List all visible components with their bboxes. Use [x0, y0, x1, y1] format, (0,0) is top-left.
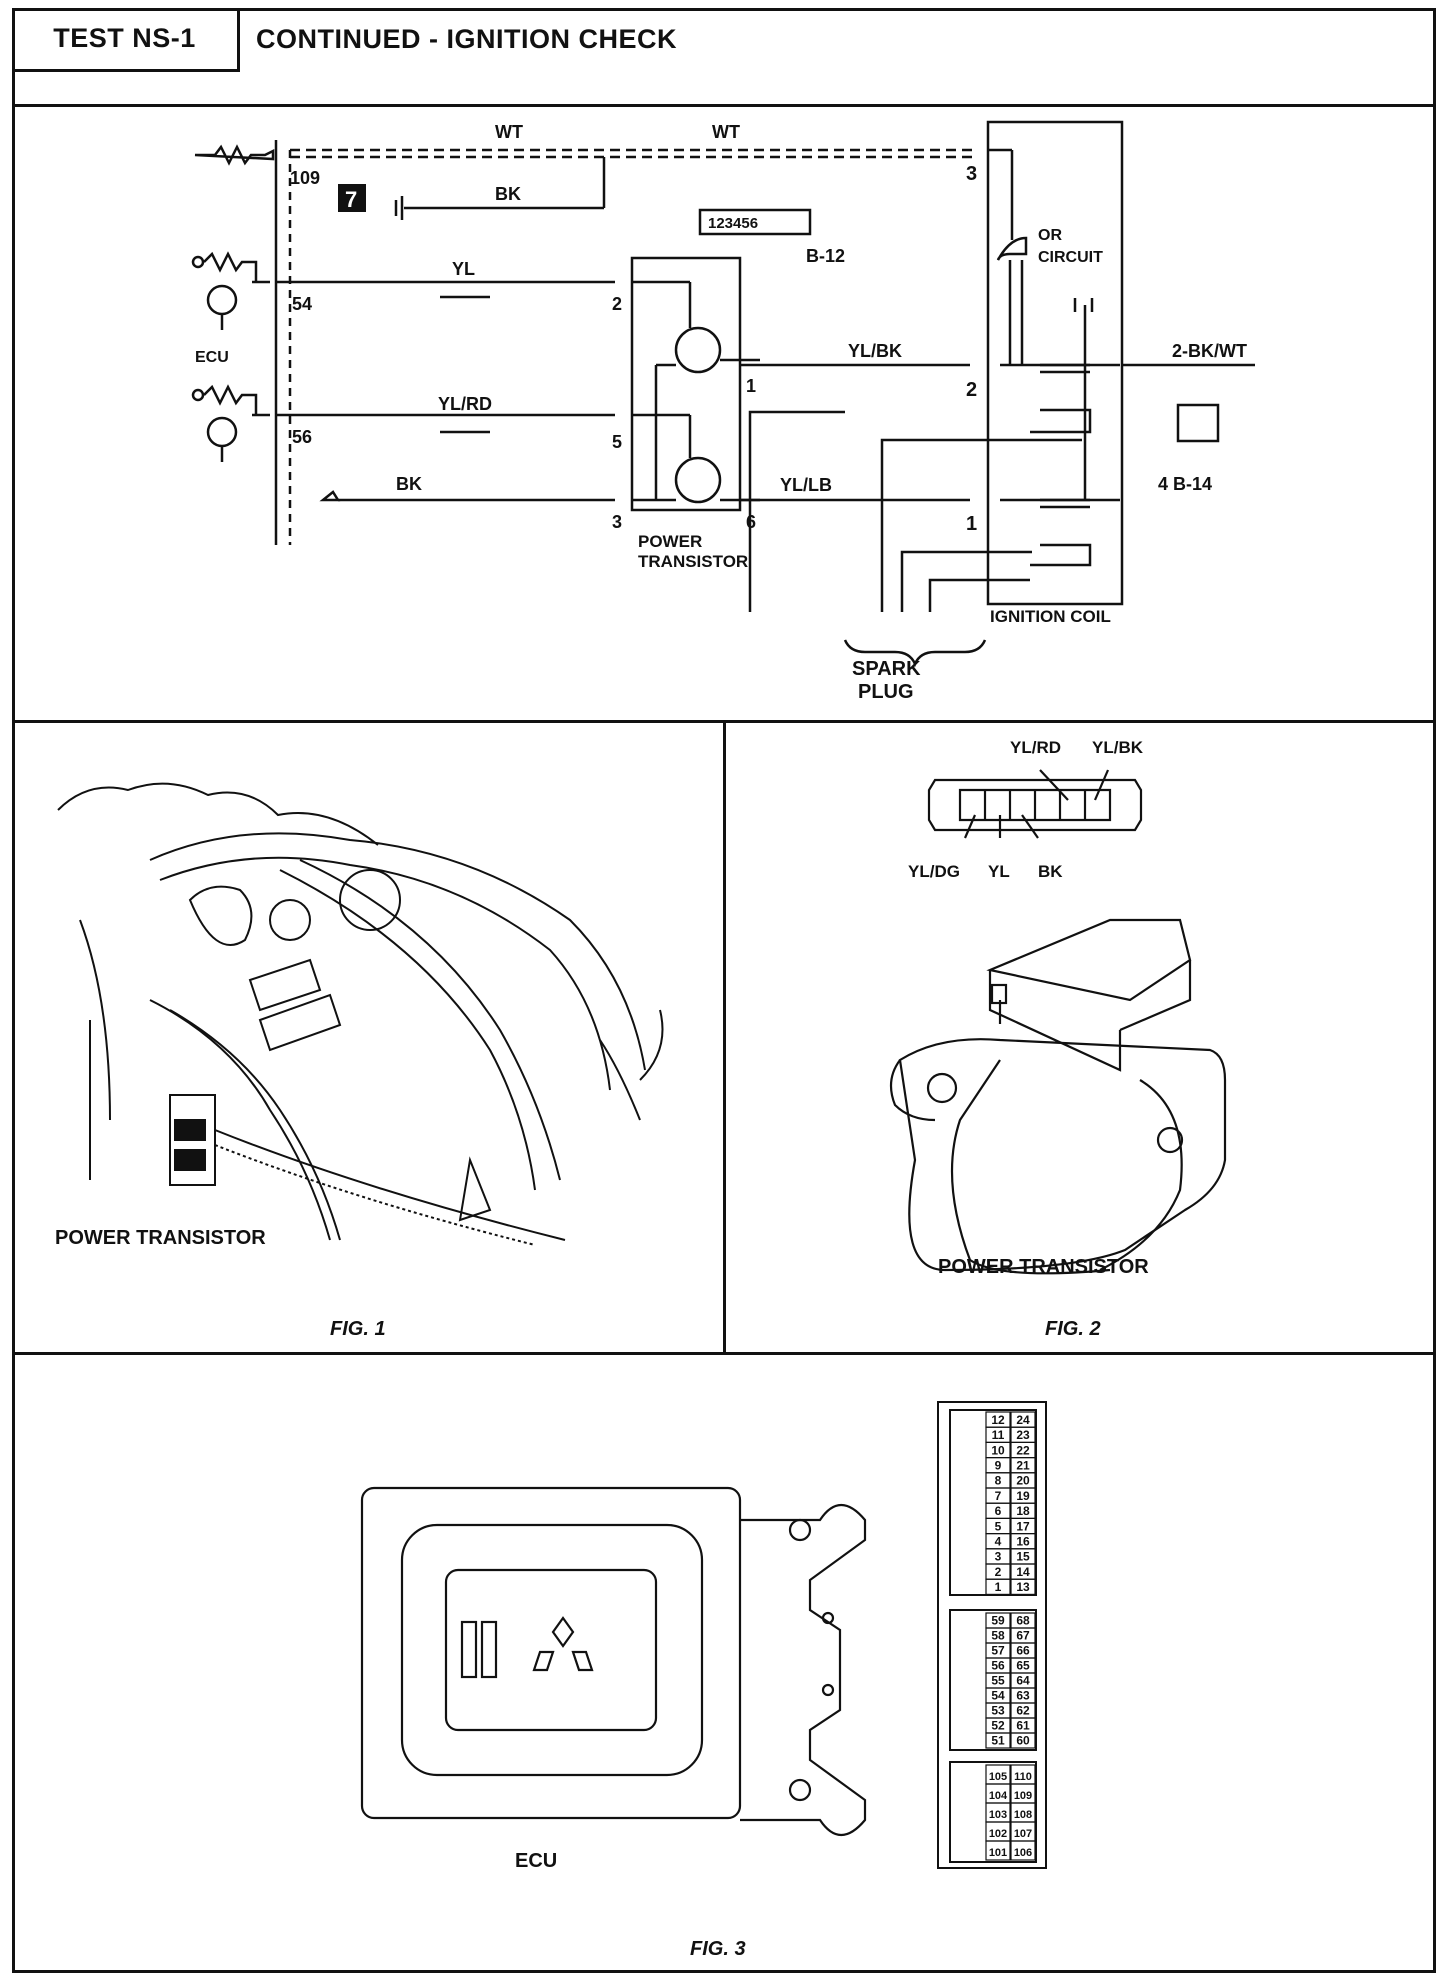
page-title: CONTINUED - IGNITION CHECK	[256, 24, 677, 54]
connector-b14: 4 B-14	[1158, 474, 1212, 494]
or-circuit-l2: CIRCUIT	[1038, 249, 1103, 266]
figures-divider	[12, 1352, 1436, 1355]
fig3-caption: FIG. 3	[690, 1938, 746, 1960]
coil-pin-2: 2	[966, 379, 977, 401]
fig-divider	[723, 720, 726, 1352]
header-divider	[12, 104, 1436, 107]
spark-plug-l1: SPARK	[852, 658, 921, 680]
fig2-wire-bk: BK	[1038, 862, 1063, 881]
fig2-wire-yl-bk: YL/BK	[1092, 738, 1143, 757]
box-number: 7	[345, 187, 357, 212]
pt-pin-2: 2	[612, 294, 622, 314]
wire-2-bk-wt: 2-BK/WT	[1172, 341, 1247, 361]
pt-pin-3: 3	[612, 512, 622, 532]
fig2-caption: FIG. 2	[1045, 1318, 1101, 1340]
wire-yl: YL	[452, 259, 475, 279]
spark-plug-l2: PLUG	[858, 681, 914, 703]
wire-wt-right: WT	[712, 122, 740, 142]
fig2-wire-yl-rd: YL/RD	[1010, 738, 1061, 757]
fig1-caption: FIG. 1	[330, 1318, 386, 1340]
coil-pin-1: 1	[966, 513, 977, 535]
connector-b12: B-12	[806, 246, 845, 266]
fig2-label: POWER TRANSISTOR	[938, 1256, 1149, 1278]
fig2-wire-yl: YL	[988, 862, 1010, 881]
or-circuit-l1: OR	[1038, 227, 1062, 244]
pin-109: 109	[290, 168, 320, 188]
ecu-label: ECU	[195, 349, 229, 366]
fig3-ecu-label: ECU	[515, 1850, 558, 1872]
pt-pin-1: 1	[746, 376, 756, 396]
ignition-schematic: WT WT 109 7 BK 123456 B-12 YL 54 ECU YL/…	[191, 120, 1255, 703]
power-transistor-l1: POWER	[638, 532, 702, 551]
test-id: TEST NS-1	[53, 23, 196, 53]
page-frame	[12, 8, 1436, 1973]
box-number-bg	[338, 184, 366, 212]
connector-b12-pins: 123456	[708, 215, 758, 232]
wire-yl-rd: YL/RD	[438, 394, 492, 414]
pin-54: 54	[292, 294, 312, 314]
coil-pin-3: 3	[966, 163, 977, 185]
wire-wt-left: WT	[495, 122, 523, 142]
wire-bk-ground: BK	[495, 184, 521, 204]
pt-pin-5: 5	[612, 432, 622, 452]
wire-yl-bk: YL/BK	[848, 341, 902, 361]
power-transistor-l2: TRANSISTOR	[638, 552, 748, 571]
test-id-box: TEST NS-1	[12, 8, 240, 72]
ignition-coil-label: IGNITION COIL	[990, 607, 1111, 626]
pt-pin-6: 6	[746, 512, 756, 532]
fig1-label: POWER TRANSISTOR	[55, 1227, 266, 1249]
pin-56: 56	[292, 427, 312, 447]
fig2-wire-yl-dg: YL/DG	[908, 862, 960, 881]
wire-yl-lb: YL/LB	[780, 475, 832, 495]
wire-bk-lower: BK	[396, 474, 422, 494]
